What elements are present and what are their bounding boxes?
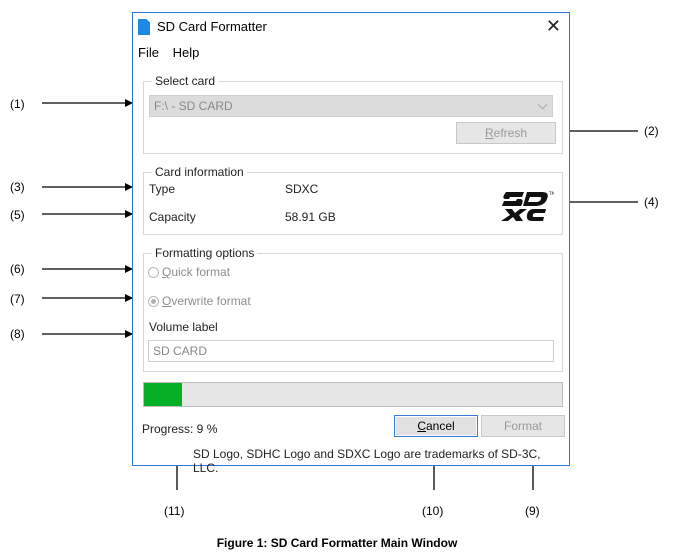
quick-format-option[interactable]: Quick format: [148, 265, 230, 279]
callout-10: (10): [422, 504, 444, 518]
callout-11: (11): [164, 504, 185, 518]
cancel-label: ancel: [425, 419, 455, 433]
callout-8: (8): [10, 327, 25, 341]
quick-format-radio[interactable]: [148, 267, 159, 278]
refresh-button[interactable]: Refresh: [456, 122, 556, 144]
capacity-value: 58.91 GB: [285, 210, 336, 224]
card-information-group: Card information Type SDXC Capacity 58.9…: [143, 165, 563, 235]
cancel-mnemonic: C: [417, 419, 426, 433]
volume-label-value: SD CARD: [153, 344, 208, 358]
sd-card-app-icon: [138, 19, 150, 35]
menu-bar: File Help: [138, 45, 209, 60]
sdxc-logo-icon: TM: [501, 191, 554, 221]
refresh-mnemonic: R: [484, 126, 494, 140]
quick-format-mnemonic: Q: [162, 265, 172, 279]
select-card-group: Select card F:\ - SD CARD Refresh: [143, 74, 563, 154]
callout-6: (6): [10, 262, 25, 276]
type-value: SDXC: [285, 182, 319, 196]
trademark-notice: SD Logo, SDHC Logo and SDXC Logo are tra…: [193, 447, 541, 475]
overwrite-format-mnemonic: O: [162, 294, 172, 308]
format-button[interactable]: Format: [481, 415, 565, 437]
app-window: SD Card Formatter ✕ File Help Select car…: [132, 12, 570, 475]
overwrite-format-label: verwrite format: [171, 294, 251, 308]
menu-file[interactable]: File: [138, 45, 159, 60]
volume-label-input[interactable]: SD CARD: [148, 340, 554, 362]
callout-1: (1): [10, 97, 25, 111]
figure-caption: Figure 1: SD Card Formatter Main Window: [216, 536, 458, 550]
type-label: Type: [149, 182, 176, 196]
title-bar: SD Card Formatter ✕: [133, 13, 569, 43]
callout-4: (4): [644, 195, 659, 209]
select-card-title: Select card: [152, 74, 219, 88]
overwrite-format-radio[interactable]: [148, 296, 159, 307]
progress-fill: [144, 383, 182, 406]
callout-9: (9): [525, 504, 540, 518]
cancel-button[interactable]: Cancel: [394, 415, 478, 437]
window-title: SD Card Formatter: [157, 19, 267, 34]
card-select-dropdown[interactable]: F:\ - SD CARD: [149, 95, 553, 117]
card-information-title: Card information: [152, 165, 247, 179]
svg-text:TM: TM: [548, 191, 554, 196]
quick-format-label: uick format: [171, 265, 231, 279]
callout-2: (2): [644, 124, 659, 138]
callout-7: (7): [10, 292, 25, 306]
refresh-label: efresh: [493, 126, 528, 140]
progress-bar: [143, 382, 563, 407]
formatting-options-title: Formatting options: [152, 246, 258, 260]
menu-help[interactable]: Help: [172, 45, 200, 60]
close-button[interactable]: ✕: [545, 16, 561, 36]
card-select-value: F:\ - SD CARD: [154, 99, 233, 113]
volume-label-title: Volume label: [149, 320, 218, 334]
progress-text: Progress: 9 %: [142, 422, 218, 436]
chevron-down-icon: [537, 99, 548, 110]
callout-5: (5): [10, 208, 25, 222]
formatting-options-group: Formatting options Quick format Overwrit…: [143, 246, 563, 372]
overwrite-format-option[interactable]: Overwrite format: [148, 294, 251, 308]
callout-3: (3): [10, 180, 25, 194]
capacity-label: Capacity: [149, 210, 196, 224]
